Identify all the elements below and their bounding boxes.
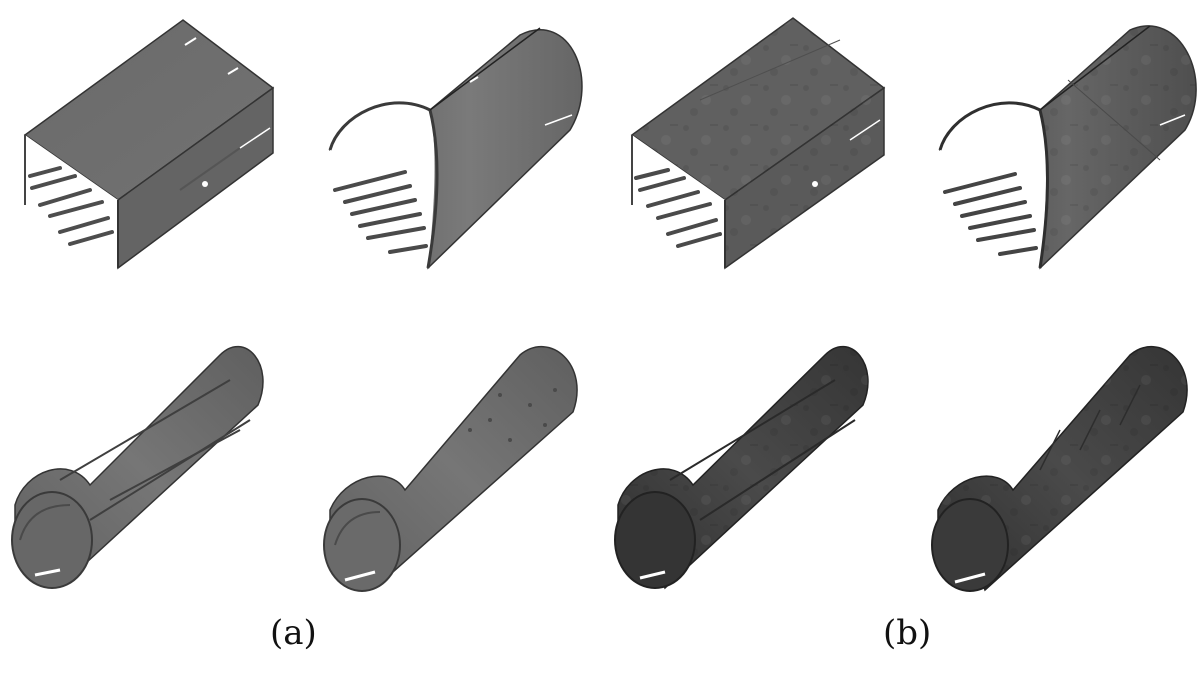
circular-tunnel-model-1-a: [11, 344, 264, 589]
circular-tunnel-model-2-a: [323, 346, 578, 592]
rectangular-tunnel-model-a: [23, 19, 275, 270]
rectangular-tunnel-model-b: [630, 17, 886, 270]
arched-tunnel-model-a: [328, 27, 583, 270]
panel-a-caption: (a): [270, 613, 317, 653]
circular-tunnel-model-1-b: [614, 345, 869, 590]
arched-tunnel-model-b: [938, 25, 1197, 270]
panel-b-caption: (b): [883, 613, 932, 653]
circular-tunnel-model-2-b: [931, 346, 1188, 592]
panel-b: [614, 17, 1197, 592]
panel-a: [11, 19, 583, 592]
